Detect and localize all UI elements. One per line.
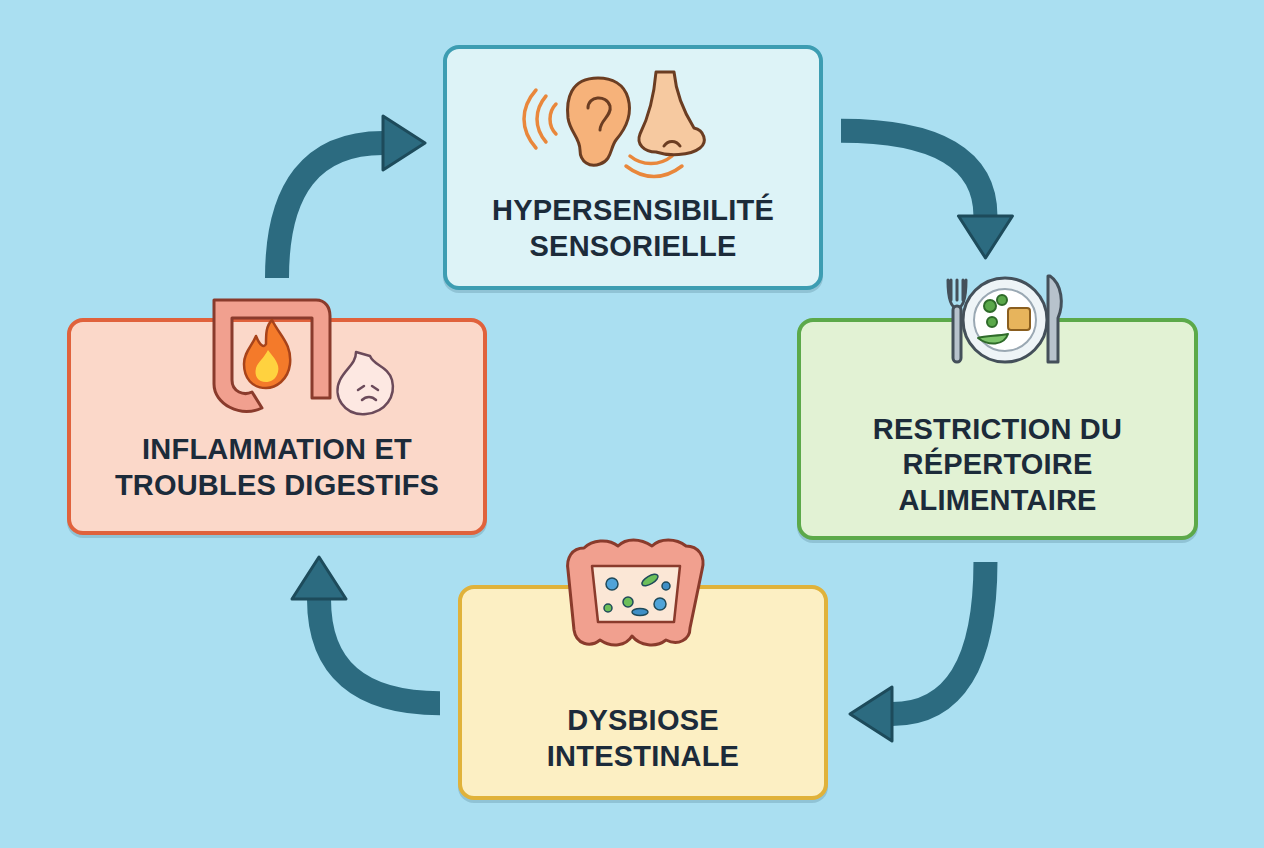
cycle-box: HYPERSENSIBILITÉ SENSORIELLE [443,45,823,290]
cycle-arrow [319,599,440,703]
box-label: HYPERSENSIBILITÉ SENSORIELLE [465,193,801,264]
plate-icon [948,276,1061,362]
cycle-box: RESTRICTION DU RÉPERTOIRE ALIMENTAIRE [797,318,1198,540]
box-label: DYSBIOSE INTESTINALE [480,703,806,774]
ear-icon [568,78,630,165]
cycle-arrow [277,143,383,278]
sound-waves [524,90,682,177]
colon-icon [214,300,330,411]
intestine-icon [568,540,703,645]
stomach-icon [338,352,393,414]
nose-icon [639,72,704,155]
cycle-arrow [841,131,985,216]
flame-icon [244,320,290,388]
bacteria-dots [604,572,670,615]
cycle-box: INFLAMMATION ET TROUBLES DIGESTIFS [67,318,487,535]
box-label: RESTRICTION DU RÉPERTOIRE ALIMENTAIRE [819,412,1176,518]
box-label: INFLAMMATION ET TROUBLES DIGESTIFS [89,432,465,503]
cycle-box: DYSBIOSE INTESTINALE [458,585,828,800]
cycle-arrow [892,562,985,714]
